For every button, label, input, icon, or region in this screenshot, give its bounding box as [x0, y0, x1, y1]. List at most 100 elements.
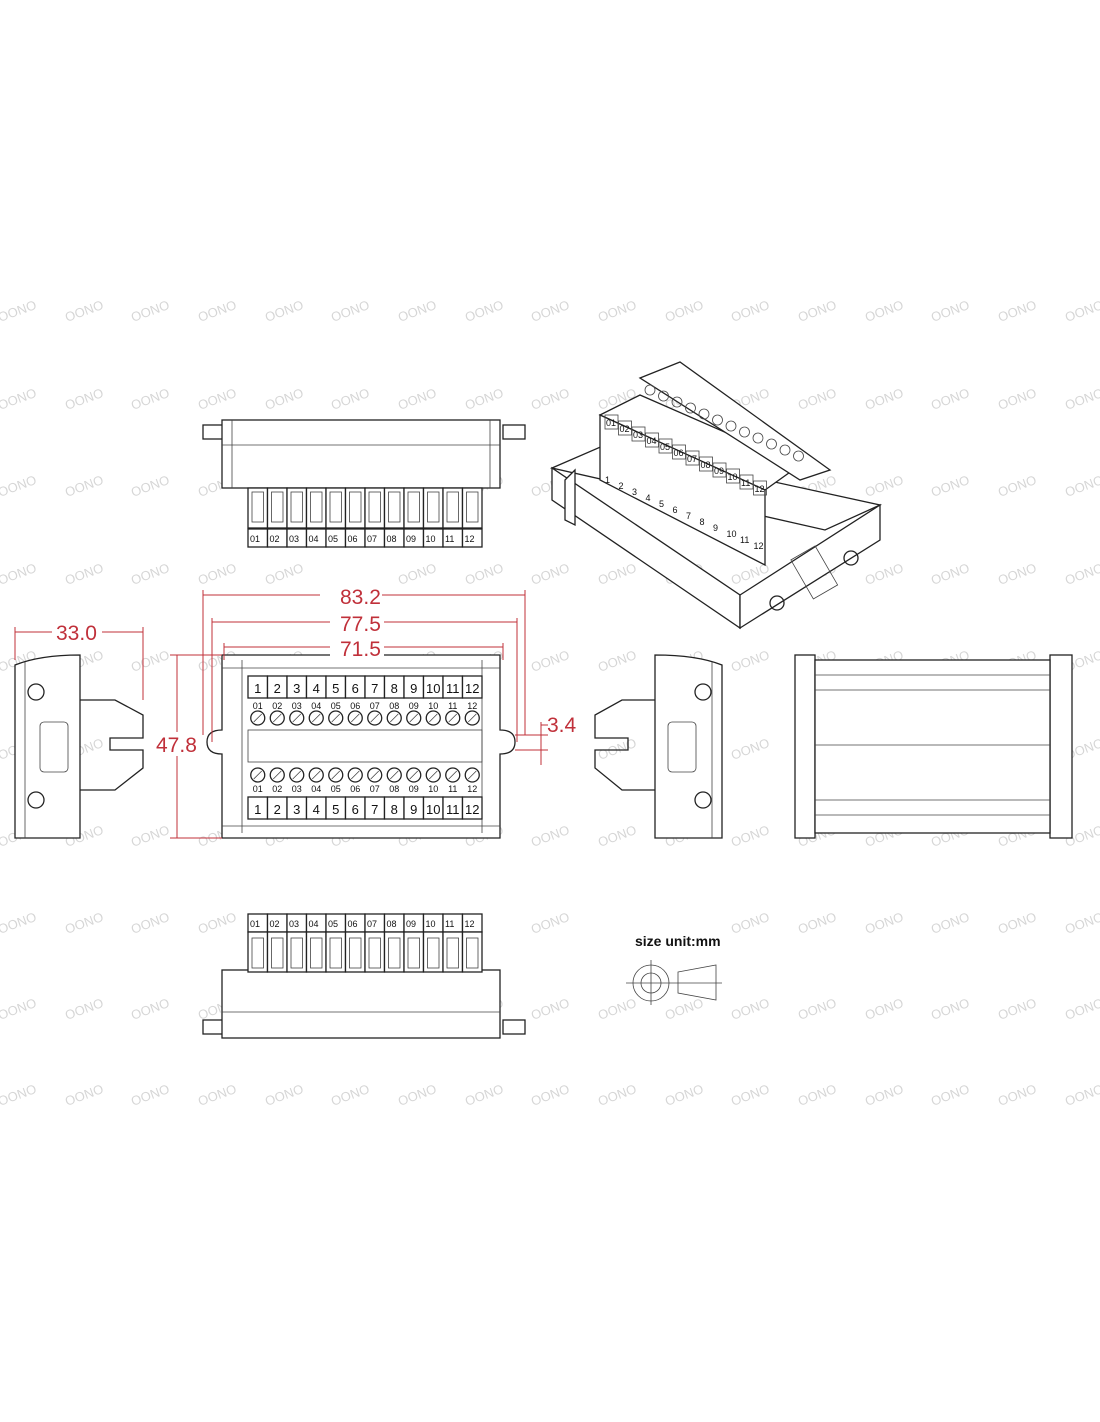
screw-slot — [331, 770, 341, 780]
terminal-slot — [446, 491, 459, 523]
terminal-number: 11 — [446, 681, 460, 696]
screw-icon — [328, 710, 344, 726]
terminal-slot — [251, 937, 264, 969]
watermark-text: OONO — [529, 909, 571, 937]
terminal-slot — [407, 937, 420, 969]
terminal-number: 1 — [254, 802, 261, 817]
dim-71-5: 71.5 — [340, 638, 381, 661]
watermark-text: OONO — [129, 385, 171, 413]
terminal-label: 12 — [465, 534, 475, 544]
iso-terminal-label: 12 — [755, 484, 765, 494]
screw-icon — [425, 710, 441, 726]
terminal-slot — [349, 937, 362, 969]
watermark-text: OONO — [996, 560, 1038, 588]
watermark-text: OONO — [129, 822, 171, 850]
screw-icon — [464, 710, 480, 726]
terminal-label: 03 — [289, 534, 299, 544]
watermark-text: OONO — [796, 385, 838, 413]
watermark-text: OONO — [796, 1081, 838, 1109]
terminal-label: 06 — [348, 534, 358, 544]
dim-77-5: 77.5 — [340, 613, 381, 636]
watermark-text: OONO — [196, 560, 238, 588]
watermark-text: OONO — [929, 995, 971, 1023]
terminal-label: 04 — [311, 701, 321, 711]
terminal-label: 06 — [350, 784, 360, 794]
watermark-text: OONO — [729, 647, 771, 675]
watermark-text: OONO — [129, 995, 171, 1023]
iso-terminal-number: 12 — [754, 541, 764, 551]
terminal-number: 11 — [446, 802, 460, 817]
watermark-text: OONO — [796, 995, 838, 1023]
terminal-label: 10 — [426, 534, 436, 544]
iso-label-box — [645, 432, 659, 448]
watermark-text: OONO — [863, 385, 905, 413]
terminal-label: 08 — [387, 919, 397, 929]
watermark-text: OONO — [863, 995, 905, 1023]
watermark-text: OONO — [529, 560, 571, 588]
terminal-slot — [427, 491, 440, 523]
rail-view — [794, 654, 1073, 839]
watermark-text: OONO — [396, 297, 438, 325]
watermark-text: OONO — [863, 1081, 905, 1109]
screw-slot — [292, 713, 302, 723]
iso-screw-icon — [793, 450, 804, 462]
watermark-text: OONO — [1063, 472, 1100, 500]
watermark-text: OONO — [463, 1081, 505, 1109]
screw-icon — [386, 767, 402, 783]
watermark-text: OONO — [129, 909, 171, 937]
screw-slot — [350, 770, 360, 780]
terminal-number: 9 — [410, 802, 417, 817]
watermark-text: OONO — [0, 1081, 38, 1109]
size-unit-label: size unit:mm — [635, 933, 721, 949]
watermark-text: OONO — [663, 995, 705, 1023]
terminal-label: 08 — [389, 701, 399, 711]
iso-terminal-label: 09 — [714, 466, 724, 476]
iso-screw-icon — [658, 390, 669, 402]
watermark-text: OONO — [63, 297, 105, 325]
terminal-label: 05 — [328, 534, 338, 544]
terminal-block — [461, 931, 483, 973]
terminal-label: 03 — [292, 784, 302, 794]
terminal-label: 02 — [270, 534, 280, 544]
screw-slot — [409, 770, 419, 780]
iso-screw-icon — [752, 432, 764, 444]
terminal-slot — [446, 937, 459, 969]
screw-slot — [428, 713, 438, 723]
terminal-label: 04 — [309, 534, 319, 544]
watermark-text: OONO — [463, 297, 505, 325]
terminal-number: 10 — [426, 802, 440, 817]
iso-terminal-number: 5 — [659, 499, 664, 509]
terminal-number: 1 — [254, 681, 261, 696]
terminal-label: 12 — [467, 784, 477, 794]
terminal-label: 03 — [289, 919, 299, 929]
dim-47-8: 47.8 — [156, 734, 197, 757]
watermark-text: OONO — [0, 995, 38, 1023]
watermark-text: OONO — [0, 297, 38, 325]
watermark-text: OONO — [1063, 385, 1100, 413]
iso-terminal-label: 05 — [660, 442, 670, 452]
watermark-text: OONO — [596, 735, 638, 763]
watermark-text: OONO — [529, 822, 571, 850]
watermark-text: OONO — [863, 560, 905, 588]
screw-icon — [328, 767, 344, 783]
iso-terminal-label: 07 — [687, 454, 697, 464]
terminal-number: 12 — [465, 681, 479, 696]
terminal-number-box — [461, 796, 483, 820]
watermark-text: OONO — [396, 385, 438, 413]
terminal-slot — [271, 491, 284, 523]
watermark-text: OONO — [729, 735, 771, 763]
terminal-label: 12 — [465, 919, 475, 929]
terminal-label: 07 — [367, 534, 377, 544]
iso-terminal-label: 06 — [674, 448, 684, 458]
terminal-label: 02 — [270, 919, 280, 929]
terminal-label: 08 — [387, 534, 397, 544]
terminal-number: 4 — [313, 681, 320, 696]
watermark-text: OONO — [329, 297, 371, 325]
screw-slot — [253, 770, 263, 780]
watermark-text: OONO — [63, 909, 105, 937]
terminal-number: 6 — [352, 802, 359, 817]
watermark-text: OONO — [0, 909, 38, 937]
screw-slot — [311, 713, 321, 723]
screw-slot — [428, 770, 438, 780]
